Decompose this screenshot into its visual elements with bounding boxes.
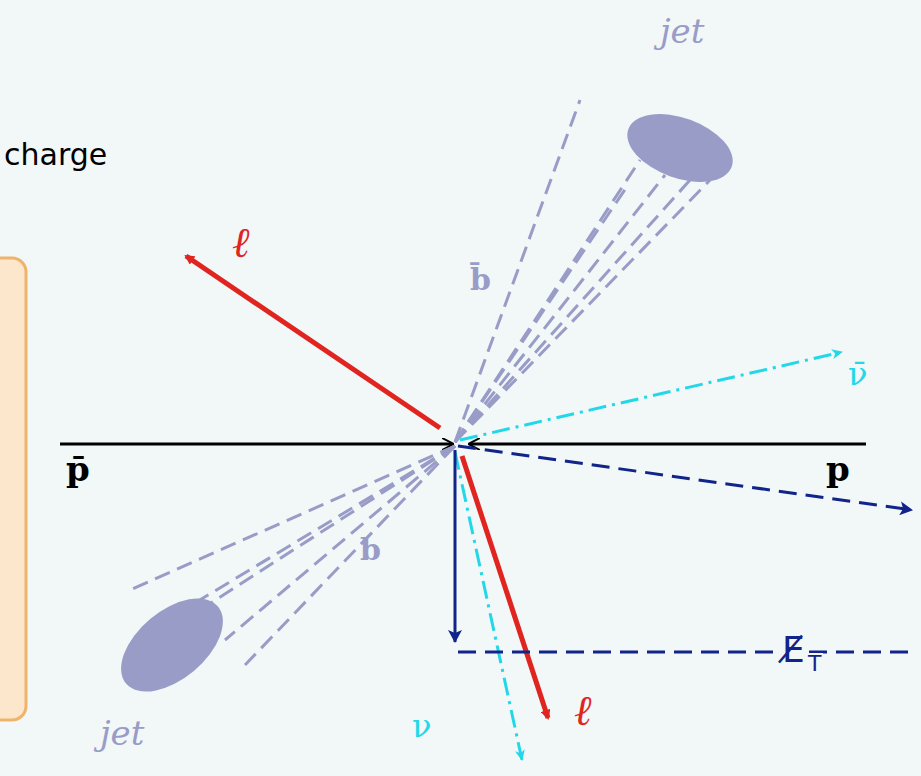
side-text: charge xyxy=(4,140,107,170)
neutrino-label: ν̄ xyxy=(848,358,867,390)
side-panel xyxy=(0,258,26,720)
missing-et-component xyxy=(454,450,457,642)
neutrino-label: ν xyxy=(412,710,431,742)
neutrino-arrow xyxy=(455,452,522,760)
quark-label: b xyxy=(360,535,381,565)
beam-label: p̄ xyxy=(66,452,90,486)
missing-et-projection xyxy=(458,651,912,654)
jet-ellipse xyxy=(618,101,742,195)
beam-label: p xyxy=(826,452,850,486)
antineutrino-arrow xyxy=(460,352,842,440)
jet-ellipse xyxy=(104,580,240,709)
jet-label: jet xyxy=(100,716,144,750)
missing-et-subscript: T xyxy=(806,653,823,675)
lepton-arrow xyxy=(186,256,440,428)
missing-et-label: E̸ xyxy=(780,632,807,668)
lepton-label: ℓ xyxy=(232,222,250,264)
lepton-label: ℓ xyxy=(574,690,592,732)
missing-et-arrow xyxy=(458,446,912,510)
quark-label: b̄ xyxy=(470,265,491,295)
antiproton-beam xyxy=(60,443,452,446)
jet-label: jet xyxy=(660,14,704,48)
proton-beam xyxy=(470,443,866,446)
